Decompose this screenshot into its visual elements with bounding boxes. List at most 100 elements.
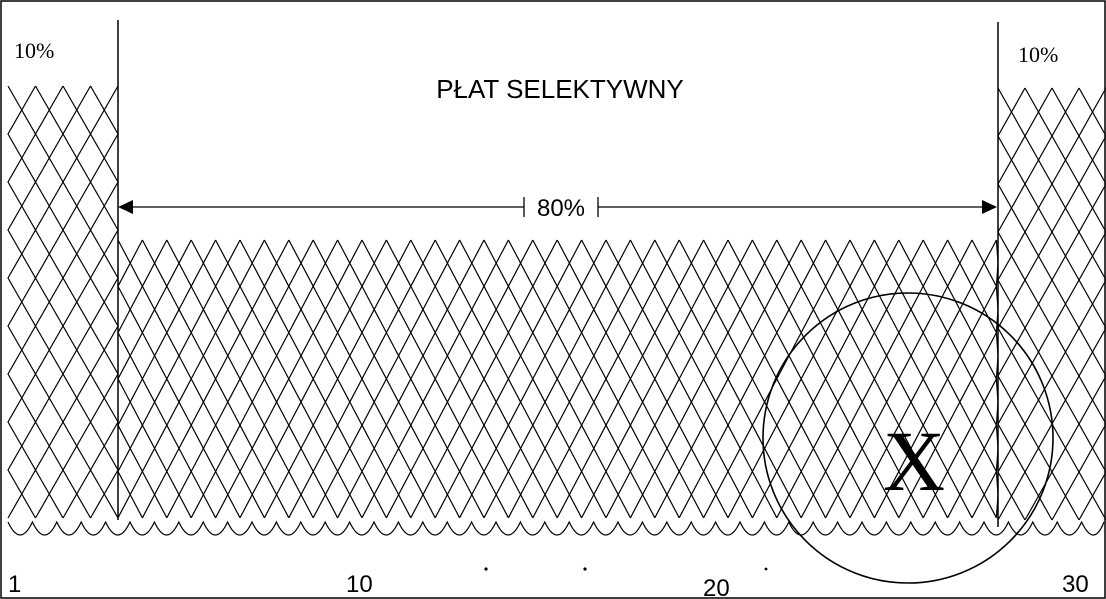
selective-mesh-strand (117, 239, 131, 519)
left-share-label: 10% (14, 38, 54, 63)
selective-mesh-strand (593, 239, 607, 519)
selective-mesh-strand (934, 239, 949, 519)
center-share-label: 80% (537, 195, 585, 222)
selective-mesh-strand (178, 239, 192, 519)
selective-mesh-strand (397, 239, 412, 519)
scan-dot (764, 567, 768, 571)
selective-mesh-strand (690, 239, 705, 519)
mesh-bottom-edge (7, 520, 1105, 536)
arrowhead-right (982, 200, 997, 214)
selective-mesh-strand (776, 239, 790, 519)
selective-mesh-strand (824, 239, 839, 519)
detail-circle (762, 292, 1054, 584)
selective-mesh-strand (385, 239, 400, 519)
selective-mesh-strand (483, 239, 497, 519)
edge-mesh-left-strand (62, 85, 78, 519)
selective-mesh-strand (202, 239, 217, 519)
selective-mesh-strand (312, 239, 327, 519)
selective-mesh-strand (971, 239, 985, 519)
edge-mesh-right-strand (1010, 87, 1026, 521)
selective-mesh-strand (532, 239, 546, 519)
selective-mesh-strand (190, 239, 205, 519)
selective-mesh-strand (751, 239, 766, 519)
selective-mesh-strand (702, 239, 717, 519)
selective-mesh-strand (544, 239, 558, 519)
selective-mesh-strand (275, 239, 290, 519)
selective-mesh-strand (837, 239, 851, 519)
selective-mesh-strand (763, 239, 778, 519)
selective-mesh-strand (605, 239, 619, 519)
edge-mesh-left (7, 85, 119, 519)
selective-mesh-strand (739, 239, 754, 519)
selective-mesh-strand (519, 239, 534, 519)
selective-mesh-strand (495, 239, 510, 519)
edge-mesh-right-strand (1024, 87, 1040, 521)
selective-mesh-strand (434, 239, 449, 519)
selective-mesh-strand (678, 239, 693, 519)
selective-mesh-strand (227, 239, 241, 519)
selective-mesh-strand (983, 239, 998, 519)
edge-mesh-left-strand (89, 85, 105, 519)
selective-mesh-strand (617, 239, 632, 519)
selective-mesh-strand (141, 239, 156, 519)
selective-mesh-center (117, 239, 999, 519)
selective-mesh-strand (263, 239, 278, 519)
selective-mesh-strand (654, 239, 668, 519)
scale-label-1: 1 (8, 571, 21, 598)
selective-mesh-strand (471, 239, 485, 519)
selective-mesh-strand (153, 239, 168, 519)
selective-mesh-strand (324, 239, 339, 519)
edge-mesh-left-strand (34, 85, 50, 519)
edge-mesh-right-strand (1037, 87, 1053, 521)
arrowhead-left (118, 200, 133, 214)
edge-mesh-right (997, 87, 1106, 521)
edge-mesh-left-strand (21, 85, 37, 519)
mesh-bottom-scallop (7, 520, 1105, 536)
selective-mesh-strand (666, 239, 680, 519)
selective-mesh-strand (800, 239, 815, 519)
selective-mesh-strand (580, 239, 595, 519)
selective-mesh-strand (288, 239, 302, 519)
edge-mesh-right-strand (997, 87, 1013, 521)
selective-mesh-strand (788, 239, 802, 519)
selective-mesh-strand (885, 239, 900, 519)
scan-dot (583, 567, 587, 571)
edge-mesh-right-strand (1091, 87, 1106, 521)
selective-mesh-strand (239, 239, 253, 519)
selective-mesh-strand (373, 239, 388, 519)
selective-mesh-strand (251, 239, 266, 519)
selective-mesh-strand (556, 239, 571, 519)
selective-mesh-strand (410, 239, 424, 519)
edge-mesh-left-strand (76, 85, 92, 519)
selective-mesh-strand (349, 239, 363, 519)
selective-mesh-strand (641, 239, 656, 519)
panel-title: PŁAT SELEKTYWNY (436, 74, 684, 104)
selective-mesh-strand (507, 239, 522, 519)
selective-mesh-strand (214, 239, 229, 519)
selective-mesh-strand (861, 239, 876, 519)
scale-label-20: 20 (703, 575, 730, 599)
selective-mesh-strand (849, 239, 863, 519)
edge-mesh-left-strand (48, 85, 64, 519)
selective-mesh-strand (629, 239, 644, 519)
scale-label-10: 10 (346, 571, 373, 598)
selective-mesh-strand (458, 239, 473, 519)
selective-mesh-strand (727, 239, 741, 519)
scale-label-30: 30 (1062, 571, 1089, 598)
edge-mesh-left-strand (103, 85, 119, 519)
detail-marker-label: X (883, 413, 945, 509)
selective-mesh-strand (715, 239, 729, 519)
selective-mesh-strand (129, 239, 144, 519)
right-share-label: 10% (1018, 42, 1058, 67)
edge-mesh-right-strand (1064, 87, 1080, 521)
selective-mesh-strand (422, 239, 436, 519)
selective-mesh-strand (361, 239, 375, 519)
selective-mesh-strand (959, 239, 973, 519)
selective-mesh-strand (910, 239, 924, 519)
selective-mesh-strand (446, 239, 461, 519)
selective-mesh-strand (812, 239, 827, 519)
selective-mesh-strand (166, 239, 180, 519)
selective-mesh-strand (300, 239, 314, 519)
scan-dot (484, 567, 488, 571)
